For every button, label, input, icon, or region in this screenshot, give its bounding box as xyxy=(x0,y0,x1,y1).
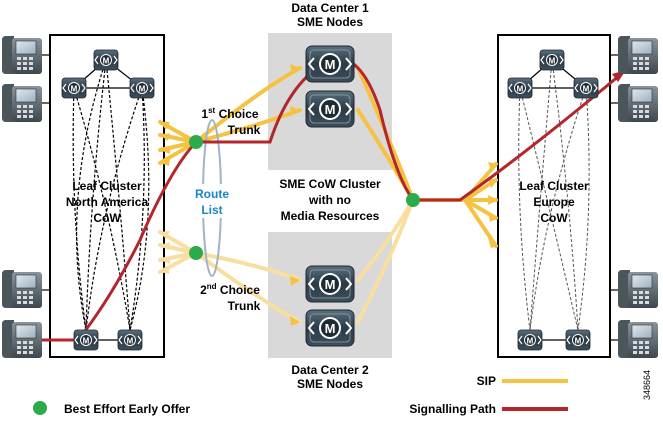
leaf-na-node-top xyxy=(93,49,119,71)
early-offer-dot-first-trunk xyxy=(189,135,203,149)
dc2-title-line1: Data Center 2 xyxy=(291,363,369,377)
sip-arrowheads-secondary xyxy=(160,231,170,274)
legend-sip-label: SIP xyxy=(477,374,496,388)
legend-early-offer-label: Best Effort Early Offer xyxy=(64,402,190,416)
phone-links xyxy=(42,54,618,341)
first-choice-label: 1st Choice xyxy=(201,106,258,121)
dc1-title-line1: Data Center 1 xyxy=(291,1,369,15)
sme-cluster-line2: with no xyxy=(308,193,351,207)
legend-signalling-label: Signalling Path xyxy=(409,402,496,416)
leaf-na-node-bottom-left xyxy=(73,329,99,351)
leaf-eu-label-line2: Europe xyxy=(533,195,575,209)
phone-eu-4-icon xyxy=(617,319,659,359)
leaf-eu-label-line1: Leaf Cluster xyxy=(519,179,589,193)
route-list-line1: Route xyxy=(195,187,229,201)
leaf-na-node-left xyxy=(61,77,87,99)
sme-cluster-line1: SME CoW Cluster xyxy=(279,177,381,191)
leaf-eu-node-right xyxy=(573,77,599,99)
leaf-na-label-line1: Leaf Cluster xyxy=(72,179,142,193)
leaf-na-mesh xyxy=(72,59,150,331)
image-identifier: 348664 xyxy=(642,370,652,400)
route-list-line2: List xyxy=(201,203,222,217)
second-choice-label: 2nd Choice xyxy=(200,282,260,297)
leaf-eu-node-top xyxy=(539,49,565,71)
sip-arrowheads xyxy=(160,64,498,326)
leaf-na-node-bottom-right xyxy=(117,329,143,351)
leaf-eu-node-bottom-left xyxy=(517,329,543,351)
phone-na-3-icon xyxy=(1,269,43,309)
phone-eu-3-icon xyxy=(617,269,659,309)
leaf-na-label-line3: CoW xyxy=(93,211,121,225)
leaf-eu-node-bottom-right xyxy=(565,329,591,351)
second-choice-trunk: Trunk xyxy=(228,299,261,313)
leaf-na-node-right xyxy=(129,77,155,99)
phone-na-4-icon xyxy=(1,319,43,359)
dc1-sme-node-2 xyxy=(305,90,355,128)
leaf-eu-node-left xyxy=(507,77,533,99)
dc2-sme-node-1 xyxy=(305,265,355,303)
early-offer-dot-second-trunk xyxy=(189,246,203,260)
sme-cluster-line3: Media Resources xyxy=(281,209,380,223)
early-offer-dot-europe xyxy=(406,193,420,207)
phone-na-1-icon xyxy=(1,35,43,75)
leaf-eu-mesh xyxy=(518,59,590,331)
sme-cluster-label-box xyxy=(268,170,392,232)
dc2-title-line2: SME Nodes xyxy=(297,377,363,391)
leaf-na-label-line2: North America xyxy=(66,195,149,209)
phone-eu-1-icon xyxy=(617,35,659,75)
dc1-title-line2: SME Nodes xyxy=(297,15,363,29)
dc1-sme-node-1 xyxy=(305,45,355,83)
route-list-label-bg xyxy=(188,184,236,218)
dc2-sme-node-2 xyxy=(305,309,355,347)
leaf-eu-label-line3: CoW xyxy=(540,211,568,225)
legend-early-offer-dot xyxy=(33,401,47,415)
first-choice-trunk: Trunk xyxy=(228,123,261,137)
phone-eu-2-icon xyxy=(617,83,659,123)
phone-na-2-icon xyxy=(1,83,43,123)
